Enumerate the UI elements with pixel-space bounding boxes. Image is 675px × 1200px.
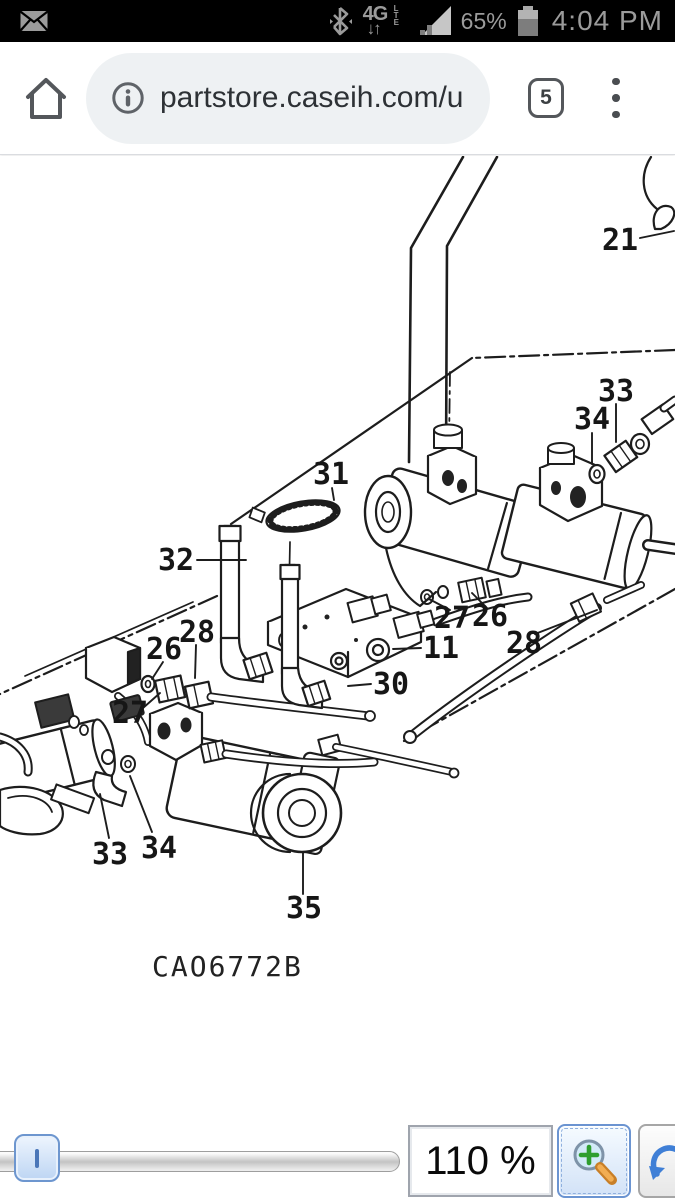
home-icon: [26, 78, 66, 119]
tab-switcher-button[interactable]: 5: [528, 78, 564, 118]
menu-dot: [612, 94, 620, 102]
part-label-11: 11: [423, 631, 459, 666]
part-label-27-left: 27: [112, 696, 148, 731]
fit-page-button[interactable]: [638, 1124, 675, 1198]
signal-strength-icon: [419, 6, 451, 35]
zoom-control-bar: 110 %: [0, 1115, 675, 1200]
part-label-30: 30: [373, 667, 409, 702]
part-label-26-right: 26: [472, 599, 508, 634]
part-label-21: 21: [602, 223, 638, 258]
data-arrows-icon: ↓↑: [366, 19, 382, 38]
zoom-in-icon: [573, 1139, 617, 1185]
tab-count: 5: [540, 86, 552, 109]
page-info-button[interactable]: [111, 81, 145, 115]
network-4g-lte-icon: 4G LTE ↓↑: [362, 3, 409, 38]
clock: 4:04 PM: [551, 5, 663, 36]
part-label-33-bottom: 33: [92, 837, 128, 872]
status-icons: 4G LTE ↓↑ 65% 4:04 PM: [328, 3, 663, 38]
url-text: partstore.caseih.com/u: [160, 81, 464, 114]
thumb-grip-icon: [35, 1148, 39, 1168]
address-bar[interactable]: partstore.caseih.com/u: [86, 52, 490, 144]
zoom-value-input[interactable]: 110 %: [408, 1125, 553, 1197]
part-label-32: 32: [158, 543, 194, 578]
part-label-27-right: 27: [434, 601, 470, 636]
menu-dot: [612, 110, 620, 119]
info-icon: [112, 82, 144, 114]
zoom-slider-thumb[interactable]: [14, 1134, 60, 1182]
status-bar: 4G LTE ↓↑ 65% 4:04 PM: [0, 0, 675, 42]
notification-area: [20, 10, 48, 32]
part-label-34-bottom: 34: [141, 831, 177, 866]
zoom-in-button[interactable]: [557, 1124, 631, 1198]
part-label-33-top: 33: [598, 374, 634, 409]
parts-diagram: 21 31 32 26 28 27 11 30 27 26 28 33 34 3…: [0, 155, 675, 983]
battery-icon: [517, 6, 538, 36]
part-label-26-left: 26: [146, 632, 182, 667]
email-icon: [20, 11, 48, 31]
menu-dot: [612, 77, 620, 86]
overflow-menu-button[interactable]: [606, 76, 626, 120]
network-label: 4G: [362, 3, 389, 25]
bluetooth-icon: [329, 7, 352, 36]
part-label-28-left: 28: [179, 615, 215, 650]
home-button[interactable]: [24, 75, 68, 121]
diagram-caption: CAO6772B: [152, 950, 303, 983]
fit-page-icon: [649, 1145, 675, 1180]
part-label-28-right: 28: [506, 626, 542, 661]
zoom-slider-track[interactable]: [0, 1151, 400, 1172]
part-label-31: 31: [313, 457, 349, 492]
battery-percent: 65%: [460, 7, 507, 34]
web-content[interactable]: 21 31 32 26 28 27 11 30 27 26 28 33 34 3…: [0, 155, 675, 1115]
part-label-34-top: 34: [574, 402, 610, 437]
browser-toolbar: partstore.caseih.com/u 5: [0, 42, 675, 155]
part-label-35: 35: [286, 891, 322, 926]
network-sub-label: LTE: [393, 4, 400, 27]
